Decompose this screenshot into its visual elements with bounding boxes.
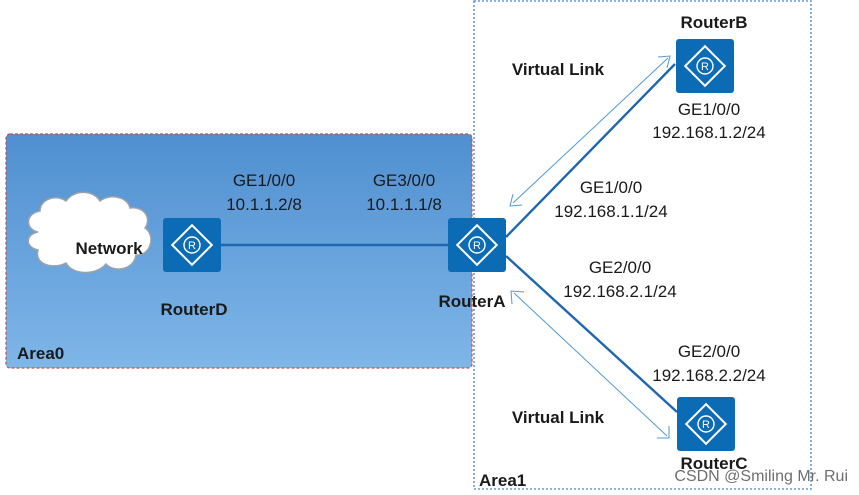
router-d-ge1-ip: 10.1.1.2/8 [226, 195, 302, 214]
watermark-text: CSDN @Smiling Mr. Rui [674, 468, 848, 485]
router-d-symbol: R [188, 240, 196, 252]
virtual-link-arrow-bottom [513, 292, 668, 437]
virtual-link-arrowhead-top-a [509, 193, 523, 207]
router-a-ge3-port: GE3/0/0 [373, 171, 435, 190]
virtual-link-arrowhead-bottom-c [657, 426, 670, 439]
router-a-ge3-ip: 10.1.1.1/8 [366, 195, 442, 214]
router-a-ge1-port: GE1/0/0 [580, 178, 642, 197]
virtual-link-arrowhead-top-b [657, 55, 671, 69]
router-c-label: RouterC [680, 454, 747, 473]
router-a-ge1-ip: 192.168.1.1/24 [554, 202, 667, 221]
cloud-label: Network [75, 239, 143, 258]
router-c-ge2-port: GE2/0/0 [678, 342, 740, 361]
router-d-label: RouterD [160, 300, 227, 319]
link-a-b [505, 63, 676, 238]
router-b-ge1-ip: 192.168.1.2/24 [652, 123, 765, 142]
area0-label: Area0 [17, 344, 64, 363]
router-b-ge1-port: GE1/0/0 [678, 100, 740, 119]
router-b-icon: R [676, 39, 734, 93]
link-a-c [505, 255, 678, 413]
virtual-link-arrow-top [512, 57, 669, 204]
router-d-icon: R [163, 218, 221, 272]
router-d-ge1-port: GE1/0/0 [233, 171, 295, 190]
virtual-link-arrowhead-bottom-a [510, 290, 525, 305]
router-a-symbol: R [473, 240, 481, 252]
router-a-label: RouterA [438, 292, 505, 311]
router-b-label: RouterB [680, 13, 747, 32]
router-c-symbol: R [702, 419, 710, 431]
virtual-link-label-bottom: Virtual Link [512, 408, 605, 427]
router-c-icon: R [677, 397, 735, 451]
router-a-ge2-port: GE2/0/0 [589, 258, 651, 277]
router-c-ge2-ip: 192.168.2.2/24 [652, 366, 765, 385]
router-a-icon: R [448, 218, 506, 272]
virtual-link-label-top: Virtual Link [512, 60, 605, 79]
network-cloud-icon [27, 191, 152, 274]
router-a-ge2-ip: 192.168.2.1/24 [563, 282, 676, 301]
router-b-symbol: R [701, 61, 709, 73]
area1-label: Area1 [479, 471, 526, 490]
